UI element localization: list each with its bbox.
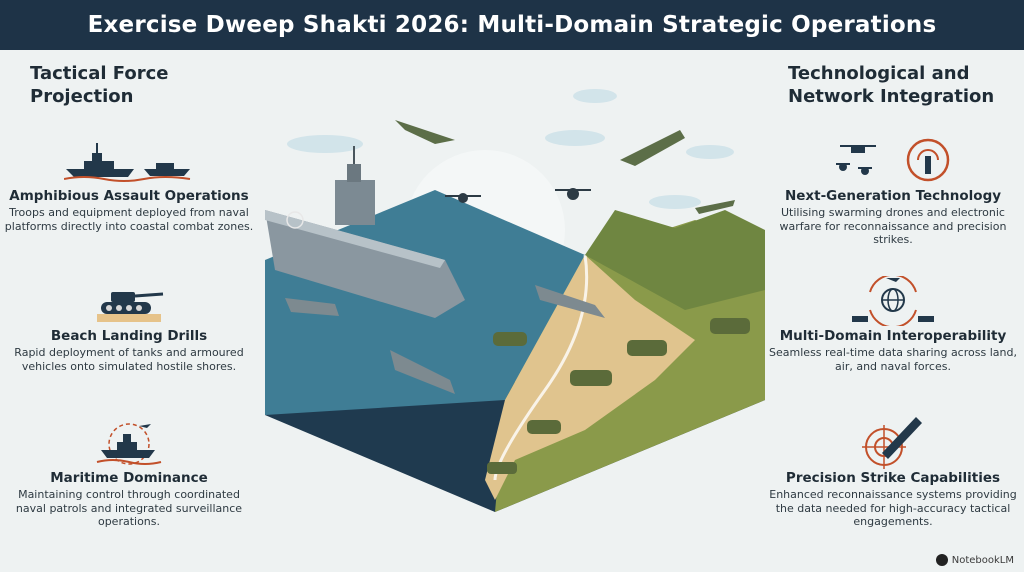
item-title: Multi-Domain Interoperability: [779, 328, 1007, 344]
item-description: Maintaining control through coordinated …: [15, 488, 243, 528]
left-column: Tactical Force Projection: [6, 62, 256, 108]
brand-watermark: NotebookLM: [935, 554, 1014, 566]
jet: [395, 120, 455, 144]
left-column-heading: Tactical Force Projection: [30, 63, 169, 107]
missile-target-icon: [768, 417, 1018, 469]
jet: [620, 130, 685, 166]
page-title: Exercise Dweep Shakti 2026: Multi-Domain…: [87, 12, 937, 38]
right-column-heading: Technological and Network Integration: [788, 63, 995, 107]
title-bar: Exercise Dweep Shakti 2026: Multi-Domain…: [0, 0, 1024, 50]
item-next-gen-tech: Next-Generation Technology Utilising swa…: [768, 138, 1018, 247]
item-description: Enhanced reconnaissance systems providin…: [769, 488, 1017, 528]
item-title: Beach Landing Drills: [50, 328, 208, 344]
item-title: Precision Strike Capabilities: [785, 470, 1001, 486]
amphibious-operation-illustration: [265, 89, 765, 512]
network-globe-icon: [768, 276, 1018, 326]
amphibious-ship: [265, 146, 465, 318]
warships-icon: [4, 138, 254, 184]
item-title: Next-Generation Technology: [784, 188, 1002, 204]
warship-radar-icon: [4, 420, 254, 466]
drone-swarm-icon: [768, 138, 1018, 184]
item-description: Troops and equipment deployed from naval…: [4, 206, 254, 233]
right-column: Technological and Network Integration: [770, 62, 1020, 108]
item-multi-domain: Multi-Domain Interoperability Seamless r…: [768, 276, 1018, 373]
jet: [695, 200, 735, 214]
item-beach-landing: Beach Landing Drills Rapid deployment of…: [4, 278, 254, 373]
item-description: Utilising swarming drones and electronic…: [779, 206, 1007, 246]
tank-icon: [4, 278, 254, 324]
item-title: Amphibious Assault Operations: [9, 188, 249, 204]
item-description: Seamless real-time data sharing across l…: [769, 346, 1017, 373]
item-title: Maritime Dominance: [50, 470, 208, 486]
item-description: Rapid deployment of tanks and armoured v…: [14, 346, 244, 373]
brand-label: NotebookLM: [951, 554, 1014, 566]
item-maritime-dominance: Maritime Dominance Maintaining control t…: [4, 420, 254, 529]
item-precision-strike: Precision Strike Capabilities Enhanced r…: [768, 417, 1018, 529]
item-amphibious-assault: Amphibious Assault Operations Troops and…: [4, 138, 254, 233]
notebooklm-logo-icon: [935, 554, 948, 566]
